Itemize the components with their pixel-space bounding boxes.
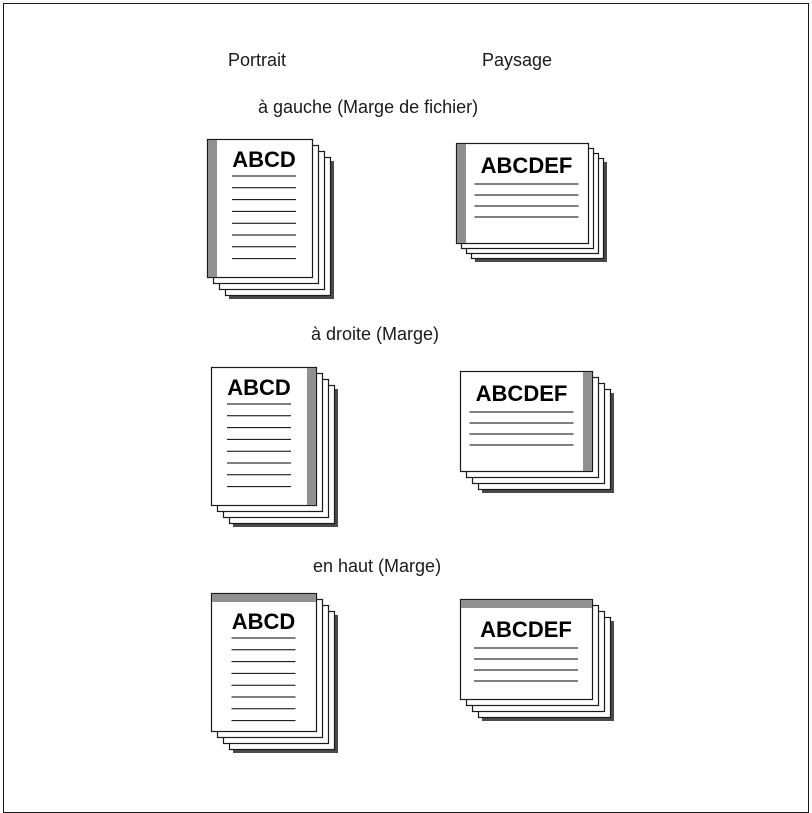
page-heading-text: ABCD <box>232 609 296 634</box>
margin-bar <box>208 140 217 277</box>
page-heading-text: ABCD <box>227 375 291 400</box>
page-heading-text: ABCDEF <box>480 617 572 642</box>
portrait-header: Portrait <box>228 50 287 70</box>
front-page <box>459 370 594 473</box>
margin-bar <box>457 144 466 243</box>
page-heading-text: ABCD <box>232 147 296 172</box>
front-page <box>455 142 590 245</box>
landscape-header: Paysage <box>482 50 553 70</box>
front-page <box>210 366 318 507</box>
portrait-stack-top-margin: ABCD <box>210 592 338 753</box>
landscape-stack-right-margin: ABCDEF <box>459 370 614 493</box>
page-heading-text: ABCDEF <box>481 153 573 178</box>
section-label-left-margin: à gauche (Marge de fichier) <box>258 97 479 117</box>
landscape-stack-left-margin: ABCDEF <box>455 142 607 262</box>
margin-bar <box>583 372 592 471</box>
portrait-stack-left-margin: ABCD <box>206 138 334 299</box>
margin-bar <box>212 594 316 602</box>
front-page <box>206 138 314 279</box>
margin-bar <box>461 600 592 608</box>
page-heading-text: ABCDEF <box>476 381 568 406</box>
figure-frame <box>3 3 809 813</box>
section-label-right-margin: à droite (Marge) <box>311 324 440 344</box>
landscape-stack-top-margin: ABCDEF <box>459 598 614 721</box>
section-label-top-margin: en haut (Marge) <box>313 556 442 576</box>
portrait-stack-right-margin: ABCD <box>210 366 338 527</box>
front-page <box>459 598 594 701</box>
margin-bar <box>307 368 316 505</box>
